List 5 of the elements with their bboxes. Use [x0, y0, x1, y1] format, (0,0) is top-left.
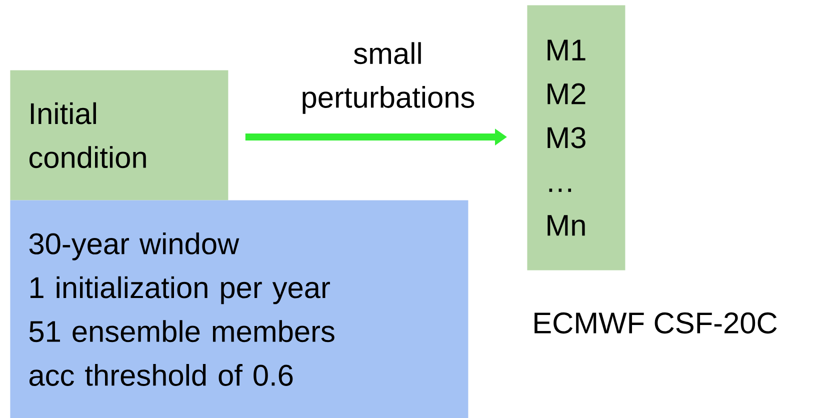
members-box: M1 M2 M3 … Mn [527, 5, 626, 270]
caption-text: ECMWF CSF-20C [534, 312, 777, 334]
edge-label: small perturbations [302, 42, 474, 114]
settings-box: 30-year window 1 initialization per year 51 ensemble members acc threshold of 0.6 [10, 200, 468, 418]
condition-box: Initial condition [10, 70, 228, 200]
